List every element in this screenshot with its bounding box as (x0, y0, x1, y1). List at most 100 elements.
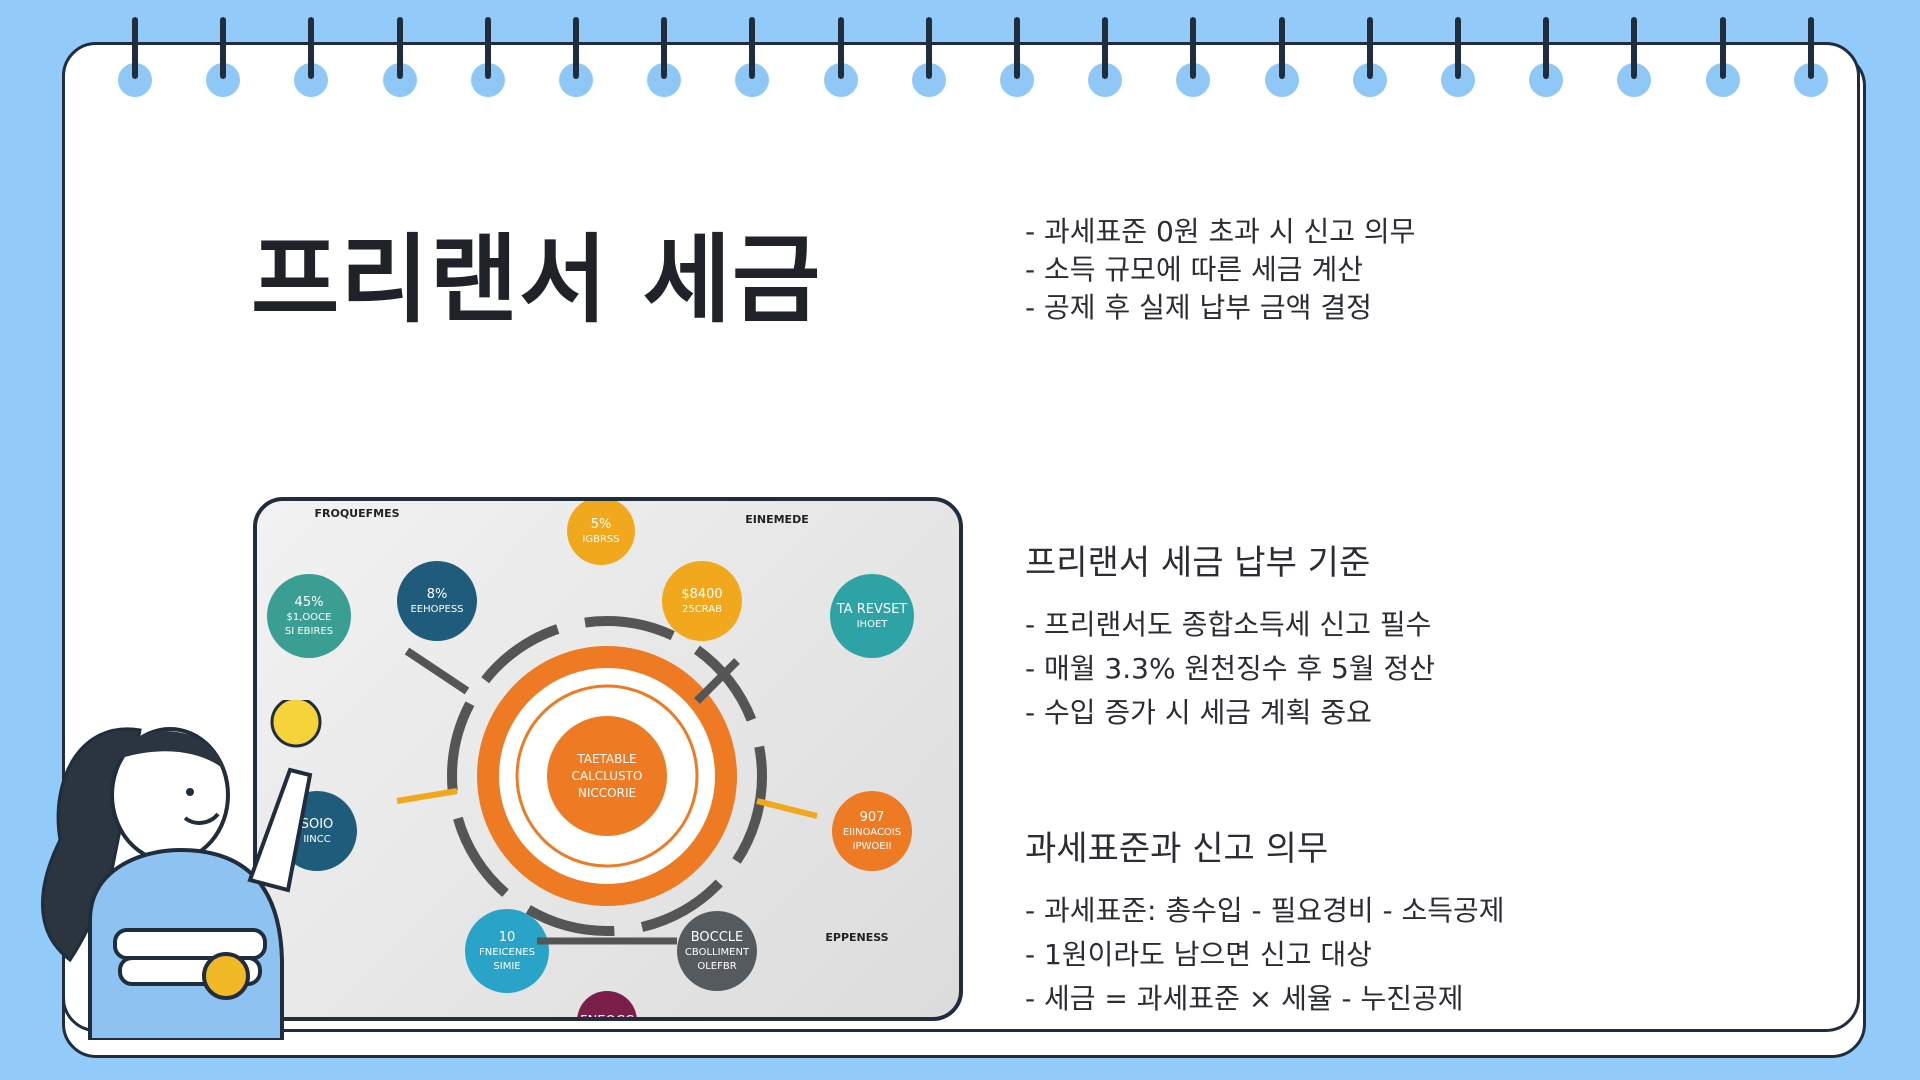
bubble-label: EIINOACOIS (843, 827, 901, 838)
infographic-bubble: 8% EEHOPESS (397, 561, 477, 641)
bubble-label: SIMIE (493, 961, 520, 972)
binding-ring (911, 17, 946, 97)
center-label: CALCLUSTO (572, 769, 643, 783)
bubble-label: FNEOCC (580, 1014, 634, 1017)
binding-ring (1705, 17, 1740, 97)
lightbulb-icon (270, 700, 322, 748)
connector-arrow (694, 658, 740, 704)
book (113, 928, 267, 960)
bubble-circle (677, 911, 757, 991)
binding-ring (735, 17, 770, 97)
raised-arm (247, 767, 313, 893)
bubble-circle (832, 791, 912, 871)
binding-ring (118, 17, 152, 97)
tax-base-list: - 과세표준: 총수입 - 필요경비 - 소득공제 - 1원이라도 남으면 신고… (1025, 889, 1505, 1021)
bubble-label: CBOLLIMENT (685, 947, 750, 958)
bubble-label: BOCCLE (691, 930, 744, 945)
infographic-bubble: BOCCLE CBOLLIMENT OLEFBR (677, 911, 757, 991)
binding-ring (559, 17, 593, 97)
bubble-label: IGBRSS (582, 534, 619, 545)
binding-ring (1793, 17, 1828, 97)
list-item: - 세금 = 과세표준 × 세율 - 누진공제 (1025, 982, 1464, 1015)
infographic-bubble: FNEOCC (577, 991, 637, 1017)
hair-top (115, 731, 225, 770)
bubble-label: 10 (499, 930, 516, 945)
infographic-bubble: $8400 25CRAB (662, 561, 742, 641)
binding-ring (206, 17, 241, 97)
bubble-label: IINCC (303, 834, 330, 845)
bubble-label: SOIO (301, 817, 334, 832)
bubble-circle (397, 561, 477, 641)
infographic-label: FROQUEFMES (314, 507, 399, 520)
bubble-circle (567, 501, 635, 565)
summary-item: - 공제 후 실제 납부 금액 결정 (1025, 291, 1372, 324)
bubble-circle (267, 574, 351, 658)
bubble-label: 45% (295, 595, 324, 610)
bubble-label: EEHOPESS (410, 604, 463, 615)
payment-criteria-list: - 프리랜서도 종합소득세 신고 필수 - 매월 3.3% 원천징수 후 5월 … (1025, 603, 1435, 735)
infographic-label: EPPENESS (825, 931, 888, 944)
binding-ring (1617, 17, 1652, 97)
bubble-label: IHOET (857, 619, 889, 630)
bubble-circle (465, 909, 549, 993)
section-heading-tax-base: 과세표준과 신고 의무 (1025, 829, 1329, 869)
list-item: - 과세표준: 총수입 - 필요경비 - 소득공제 (1025, 894, 1505, 927)
bubble-label: 25CRAB (682, 604, 722, 615)
binding-ring (294, 17, 329, 97)
list-item: - 매월 3.3% 원천징수 후 5월 정산 (1025, 652, 1436, 685)
bubble-label: $8400 (681, 587, 722, 602)
binding-ring (1264, 17, 1299, 97)
center-label: TAETABLE (576, 752, 636, 766)
infographic-bubble: TA REVSET IHOET (830, 574, 914, 658)
notebook-page: 프리랜서 세금 - 과세표준 0원 초과 시 신고 의무 - 소득 규모에 따른… (62, 17, 1860, 1032)
summary-item: - 소득 규모에 따른 세금 계산 (1025, 253, 1363, 286)
center-label: NICCORIE (578, 786, 636, 800)
bubble-label: TA REVSET (836, 602, 908, 617)
bubble-label: 5% (591, 517, 612, 532)
infographic-label: EINEMEDE (745, 513, 808, 526)
binding-ring (470, 17, 505, 97)
connector-arrow (756, 798, 818, 819)
hand (202, 952, 250, 1000)
person-illustration (41, 700, 322, 1040)
binding-ring (1176, 17, 1211, 97)
binding-ring (382, 17, 417, 97)
connector-arrow (396, 788, 458, 804)
infographic-bubble: 5% IGBRSS (567, 501, 635, 565)
infographic-illustration: TAETABLE CALCLUSTO NICCORIE FROQUEFMES E… (267, 501, 914, 1017)
connector-arrow (404, 647, 470, 695)
inner-ring-line (515, 684, 699, 868)
binding-ring (1088, 17, 1123, 97)
bubble-circle (577, 991, 637, 1017)
binding-ring (1352, 17, 1387, 97)
bubble-label: $1,OOCE (287, 612, 332, 623)
list-item: - 수입 증가 시 세금 계획 중요 (1025, 696, 1372, 729)
summary-list: - 과세표준 0원 초과 시 신고 의무 - 소득 규모에 따른 세금 계산 -… (1025, 213, 1415, 327)
binding-ring (1000, 17, 1034, 97)
page-title: 프리랜서 세금 (251, 224, 822, 336)
bubble-circle (830, 574, 914, 658)
list-item: - 1원이라도 남으면 신고 대상 (1025, 938, 1372, 971)
bubble-label: OLEFBR (697, 961, 736, 972)
binding-ring (1529, 17, 1564, 97)
infographic-bubble: 45% $1,OOCE SI EBIRES (267, 574, 351, 658)
tax-infographic-image: TAETABLE CALCLUSTO NICCORIE FROQUEFMES E… (253, 497, 963, 1021)
binding-ring (1441, 17, 1475, 97)
cycle-arrows (447, 616, 767, 936)
binding-ring (647, 17, 682, 97)
eye (186, 788, 194, 796)
bubble-label: SI EBIRES (285, 626, 333, 637)
bubble-label: 8% (427, 587, 448, 602)
bubble-circle (662, 561, 742, 641)
bubble-label: 907 (860, 810, 885, 825)
smile (183, 812, 220, 825)
summary-item: - 과세표준 0원 초과 시 신고 의무 (1025, 215, 1416, 248)
binding-ring (823, 17, 858, 97)
center-disc (547, 716, 667, 836)
bubble-label: IPWOEII (853, 841, 892, 852)
section-heading-payment: 프리랜서 세금 납부 기준 (1025, 543, 1371, 583)
list-item: - 프리랜서도 종합소득세 신고 필수 (1025, 608, 1432, 641)
bubble-label: FNEICENES (479, 947, 535, 958)
